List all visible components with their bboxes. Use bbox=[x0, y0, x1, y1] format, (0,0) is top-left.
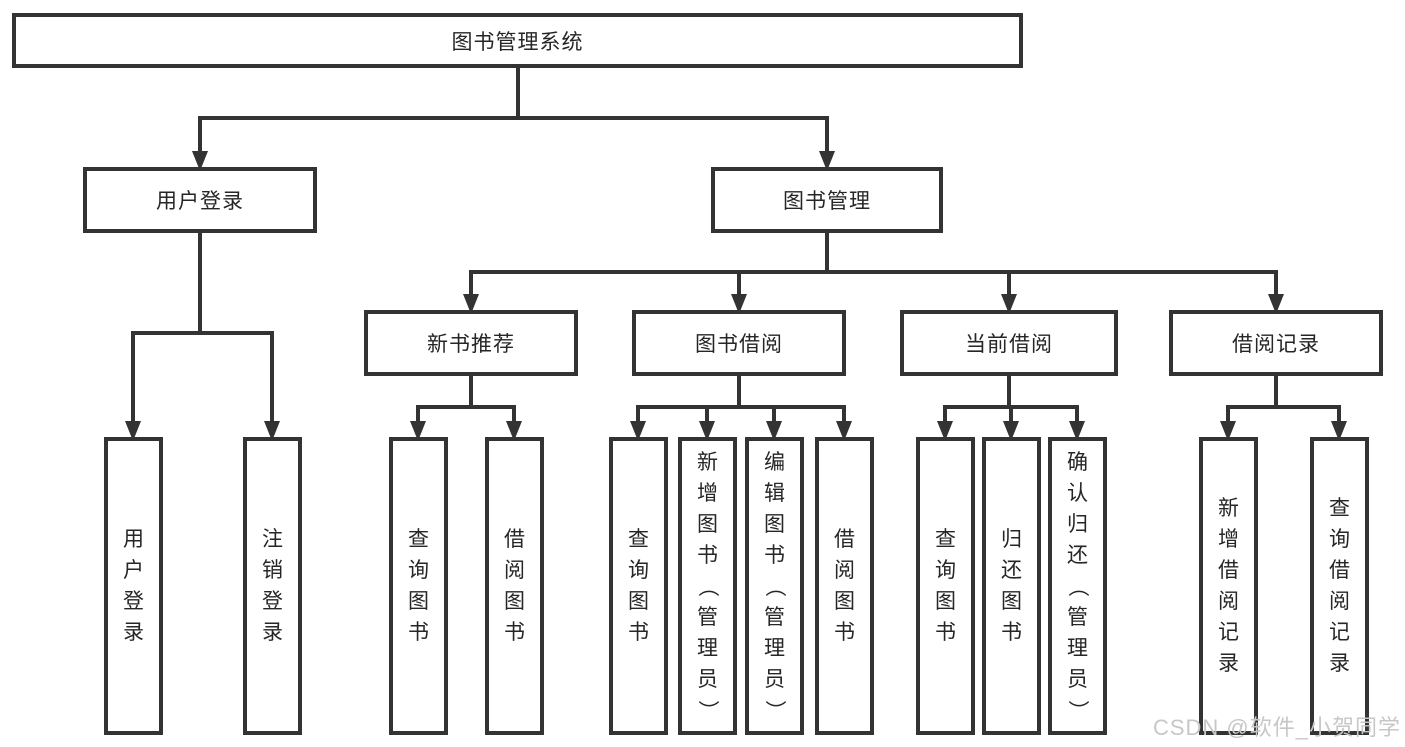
node-label: 查询图书 bbox=[935, 528, 956, 644]
arrowhead-icon bbox=[1003, 421, 1019, 441]
node-leaf-confirm-return: 确认归还（管理员） bbox=[1048, 437, 1107, 735]
node-leaf-add-borrow-record: 新增借阅记录 bbox=[1199, 437, 1258, 735]
arrowhead-icon bbox=[731, 294, 747, 314]
node-label: 用户登录 bbox=[123, 528, 144, 644]
arrowhead-icon bbox=[1268, 294, 1284, 314]
arrowhead-icon bbox=[766, 421, 782, 441]
arrowhead-icon bbox=[463, 294, 479, 314]
node-label: 新增借阅记录 bbox=[1218, 497, 1239, 675]
node-leaf-query-books-3: 查询图书 bbox=[916, 437, 975, 735]
node-label: 注销登录 bbox=[262, 528, 283, 644]
arrowhead-icon bbox=[1069, 421, 1085, 441]
node-label: 借阅图书 bbox=[834, 528, 855, 644]
node-label: 查询借阅记录 bbox=[1329, 497, 1350, 675]
node-leaf-logout: 注销登录 bbox=[243, 437, 302, 735]
node-label: 查询图书 bbox=[628, 528, 649, 644]
node-leaf-return-books: 归还图书 bbox=[982, 437, 1041, 735]
arrowhead-icon bbox=[836, 421, 852, 441]
node-label: 归还图书 bbox=[1001, 528, 1022, 644]
node-borrow-records: 借阅记录 bbox=[1169, 310, 1383, 376]
arrowhead-icon bbox=[819, 151, 835, 171]
node-label: 图书管理系统 bbox=[451, 30, 584, 54]
node-current-borrow: 当前借阅 bbox=[900, 310, 1118, 376]
node-leaf-add-books: 新增图书（管理员） bbox=[678, 437, 737, 735]
node-label: 图书借阅 bbox=[695, 333, 783, 356]
node-label: 用户登录 bbox=[156, 190, 244, 213]
node-label: 借阅记录 bbox=[1232, 333, 1320, 356]
arrowhead-icon bbox=[506, 421, 522, 441]
arrowhead-icon bbox=[937, 421, 953, 441]
node-book-borrow: 图书借阅 bbox=[632, 310, 846, 376]
node-leaf-borrow-books-1: 借阅图书 bbox=[485, 437, 544, 735]
node-label: 借阅图书 bbox=[504, 528, 525, 644]
arrowhead-icon bbox=[630, 421, 646, 441]
arrowhead-icon bbox=[1331, 421, 1347, 441]
arrowhead-icon bbox=[1001, 294, 1017, 314]
node-leaf-edit-books: 编辑图书（管理员） bbox=[745, 437, 804, 735]
node-label: 当前借阅 bbox=[965, 333, 1053, 356]
watermark: CSDN @软件_小贺同学 bbox=[1152, 715, 1401, 740]
node-label: 确认归还（管理员） bbox=[1066, 450, 1089, 721]
node-label: 新增图书（管理员） bbox=[696, 450, 719, 721]
node-user-login: 用户登录 bbox=[83, 167, 317, 233]
arrowhead-icon bbox=[410, 421, 426, 441]
node-leaf-borrow-books-2: 借阅图书 bbox=[815, 437, 874, 735]
node-leaf-query-books-2: 查询图书 bbox=[609, 437, 668, 735]
arrowhead-icon bbox=[192, 151, 208, 171]
node-leaf-query-books-1: 查询图书 bbox=[389, 437, 448, 735]
node-leaf-query-borrow-record: 查询借阅记录 bbox=[1310, 437, 1369, 735]
node-label: 图书管理 bbox=[783, 190, 871, 213]
arrowhead-icon bbox=[125, 421, 141, 441]
arrowhead-icon bbox=[699, 421, 715, 441]
node-book-mgmt: 图书管理 bbox=[711, 167, 943, 233]
arrowhead-icon bbox=[264, 421, 280, 441]
node-new-books: 新书推荐 bbox=[364, 310, 578, 376]
node-root: 图书管理系统 bbox=[12, 13, 1023, 68]
node-label: 查询图书 bbox=[408, 528, 429, 644]
node-leaf-user-login: 用户登录 bbox=[104, 437, 163, 735]
arrowhead-icon bbox=[1220, 421, 1236, 441]
node-label: 新书推荐 bbox=[427, 333, 515, 356]
node-label: 编辑图书（管理员） bbox=[763, 450, 786, 721]
